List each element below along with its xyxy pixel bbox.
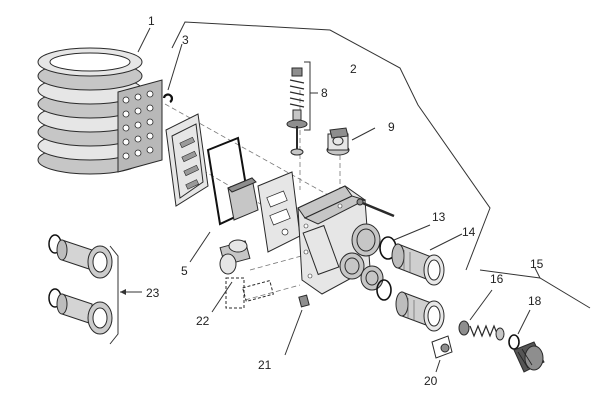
manifold-housing [284, 185, 395, 356]
label-part-16: 16 [490, 272, 504, 286]
clip-20-part [431, 335, 453, 373]
assembly-bracket-2 [171, 21, 491, 271]
union-fitting-23 [48, 234, 142, 345]
label-part-23: 23 [146, 286, 160, 300]
label-part-22: 22 [196, 314, 210, 328]
bracket-8 [304, 61, 318, 131]
label-part-13: 13 [432, 210, 446, 224]
heat-exchanger-coil [37, 47, 163, 175]
relief-valve-part [286, 67, 308, 156]
label-part-20: 20 [424, 374, 438, 388]
label-part-14: 14 [462, 225, 476, 239]
leader-5 [189, 231, 211, 263]
union-fitting-14 [391, 233, 463, 332]
flow-divider-block [227, 177, 259, 221]
check-valve-part [458, 289, 505, 341]
label-part-2: 2 [350, 62, 357, 76]
rear-gasket-plate [257, 171, 301, 253]
label-part-18: 18 [528, 294, 542, 308]
retainer-clip-part [162, 93, 173, 103]
label-part-9: 9 [388, 120, 395, 134]
label-part-15: 15 [530, 257, 544, 271]
o-ring-18 [508, 309, 531, 350]
header-gasket-plate [165, 113, 209, 207]
leader-lines [137, 27, 183, 91]
bypass-valve-part [211, 239, 274, 313]
drain-cap-part [513, 341, 545, 373]
label-part-3: 3 [182, 33, 189, 47]
label-part-8: 8 [321, 86, 328, 100]
label-part-1: 1 [148, 14, 155, 28]
thermostat-part [326, 127, 376, 156]
label-part-21: 21 [258, 358, 272, 372]
bracket-15 [479, 267, 591, 309]
label-part-5: 5 [181, 264, 188, 278]
